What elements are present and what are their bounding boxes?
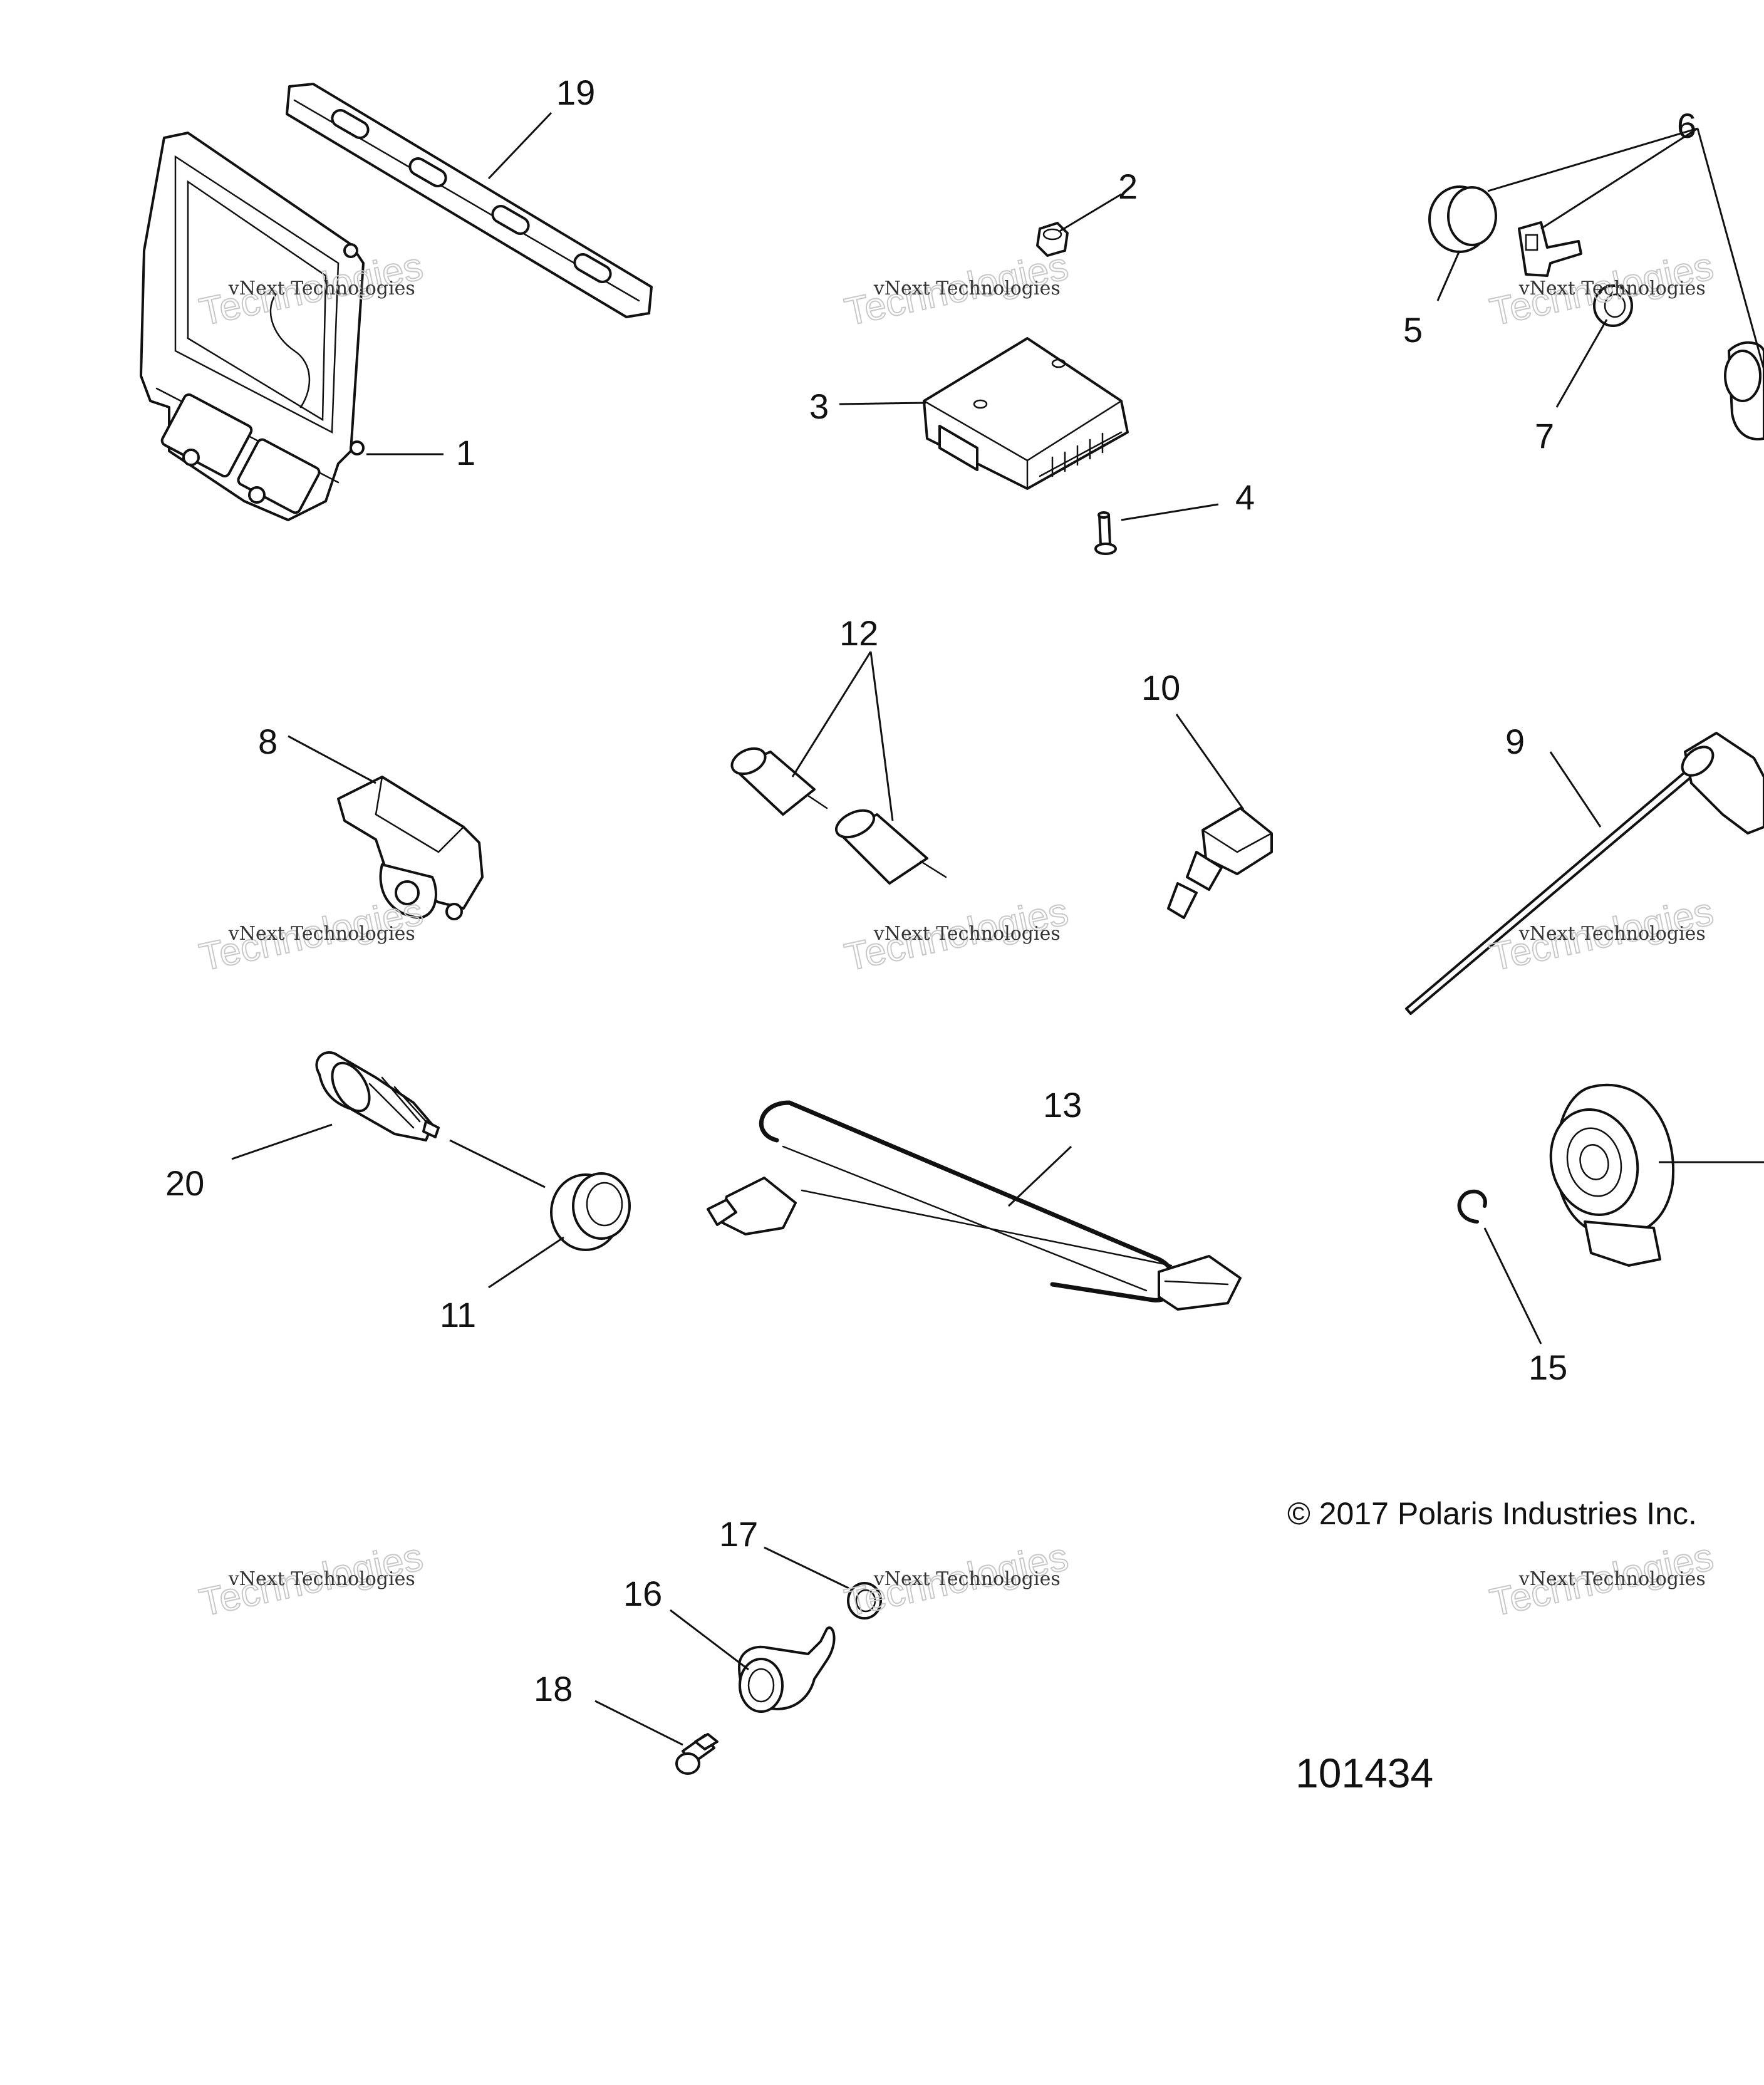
leader-lines xyxy=(231,112,1764,1746)
figure-number: 101434 xyxy=(1295,1750,1433,1796)
callout-10: 10 xyxy=(1141,668,1180,707)
part-15-clip xyxy=(1457,1189,1487,1224)
watermark-text: vNext Technologies xyxy=(1518,923,1706,945)
part-5-cap xyxy=(1428,185,1497,253)
callout-1: 1 xyxy=(456,433,475,472)
part-17-o-ring xyxy=(847,1582,882,1620)
part-10-temp-sensor xyxy=(1167,807,1273,919)
callout-11: 11 xyxy=(440,1295,476,1334)
copyright-notice: © 2017 Polaris Industries Inc. xyxy=(1287,1496,1697,1531)
part-20-sensor xyxy=(315,1051,440,1141)
callout-labels: 19 1 2 3 4 6 5 7 8 12 10 9 20 11 13 15 1… xyxy=(165,73,1696,1708)
callout-7: 7 xyxy=(1535,416,1554,455)
callout-13: 13 xyxy=(1043,1085,1082,1125)
callout-12: 12 xyxy=(839,613,878,653)
callout-8: 8 xyxy=(258,722,278,761)
watermark-text: vNext Technologies xyxy=(228,1568,415,1590)
watermark-text: vNext Technologies xyxy=(1518,1568,1706,1590)
callout-6: 6 xyxy=(1677,106,1696,145)
watermark-text: vNext Technologies xyxy=(873,923,1061,945)
watermark-text: vNext Technologies xyxy=(873,278,1061,299)
part-6-key xyxy=(1518,221,1582,277)
part-14-knock-sensor xyxy=(1549,1083,1675,1267)
callout-19: 19 xyxy=(556,73,595,112)
part-13-harness xyxy=(707,1100,1242,1311)
callout-3: 3 xyxy=(809,387,829,426)
part-4-screw xyxy=(1094,511,1117,555)
callout-2: 2 xyxy=(1118,167,1138,206)
part-9-sensor xyxy=(1405,732,1764,1015)
part-18-bolt xyxy=(675,1733,719,1775)
part-3-module xyxy=(923,337,1129,490)
callout-16: 16 xyxy=(623,1574,662,1613)
callout-17: 17 xyxy=(719,1514,758,1554)
callout-15: 15 xyxy=(1528,1348,1567,1387)
watermark-text: vNext Technologies xyxy=(873,1568,1061,1590)
watermark-text: vNext Technologies xyxy=(228,923,415,945)
callout-4: 4 xyxy=(1235,477,1255,517)
part-7-grommet xyxy=(1593,284,1633,327)
part-8-map-sensor xyxy=(337,776,484,920)
part-11-grommet xyxy=(550,1172,631,1251)
part-12-sleeve-b xyxy=(835,809,947,885)
part-6-plug xyxy=(1724,341,1764,440)
callout-20: 20 xyxy=(165,1163,204,1203)
part-12-sleeve-a xyxy=(730,747,828,816)
part-16-sensor xyxy=(738,1626,836,1713)
callout-5: 5 xyxy=(1403,310,1423,350)
watermark-text: vNext Technologies xyxy=(228,278,415,299)
callout-18: 18 xyxy=(534,1669,573,1708)
watermark-text: vNext Technologies xyxy=(1518,278,1706,299)
part-19-bracket xyxy=(286,83,653,318)
callout-9: 9 xyxy=(1505,722,1525,761)
part-1-ecu xyxy=(140,132,365,521)
